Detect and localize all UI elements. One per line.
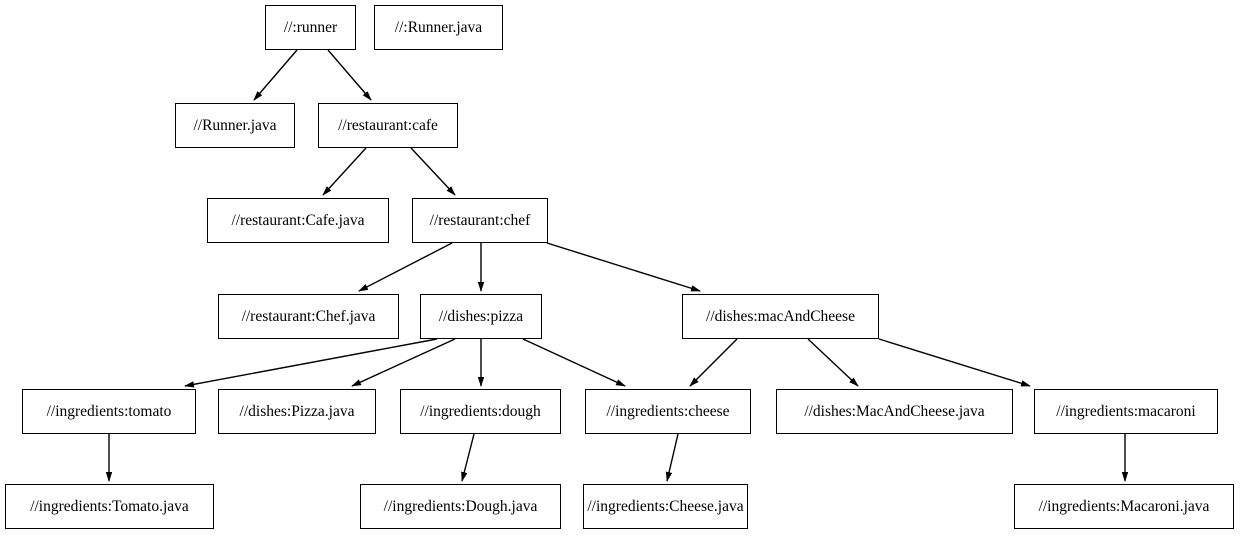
graph-edge-dishes_macandcheese-to-ingredients_macaroni — [878, 338, 1031, 387]
graph-node-ingredients_dough_java[interactable]: //ingredients:Dough.java — [360, 484, 561, 529]
graph-node-label: //dishes:Pizza.java — [239, 402, 355, 420]
graph-node-restaurant_cafe[interactable]: //restaurant:cafe — [318, 103, 458, 148]
graph-edge-restaurant_chef-to-restaurant_chef_java — [358, 242, 453, 292]
graph-edge-runner-to-runner_java — [253, 49, 298, 101]
graph-node-label: //ingredients:Tomato.java — [30, 497, 189, 515]
graph-node-runner[interactable]: //:runner — [265, 5, 356, 50]
graph-edge-dishes_macandcheese-to-ingredients_cheese — [689, 338, 738, 387]
graph-node-ingredients_tomato_java[interactable]: //ingredients:Tomato.java — [5, 484, 214, 529]
graph-node-dishes_macandcheese_java[interactable]: //dishes:MacAndCheese.java — [776, 389, 1013, 434]
graph-node-dishes_pizza_java[interactable]: //dishes:Pizza.java — [218, 389, 376, 434]
graph-node-label: //Runner.java — [193, 116, 277, 134]
graph-node-label: //dishes:macAndCheese — [706, 307, 855, 325]
graph-node-label: //restaurant:cafe — [338, 116, 438, 134]
graph-node-label: //restaurant:chef — [429, 211, 531, 229]
graph-node-label: //ingredients:tomato — [46, 402, 172, 420]
graph-node-label: //ingredients:Macaroni.java — [1038, 497, 1210, 515]
graph-edge-dishes_pizza-to-dishes_pizza_java — [351, 338, 456, 387]
graph-node-label: //restaurant:Cafe.java — [231, 211, 365, 229]
graph-node-ingredients_cheese[interactable]: //ingredients:cheese — [585, 389, 751, 434]
graph-node-ingredients_macaroni_java[interactable]: //ingredients:Macaroni.java — [1014, 484, 1234, 529]
graph-node-label: //ingredients:dough — [420, 402, 541, 420]
graph-node-runner_java[interactable]: //Runner.java — [175, 103, 295, 148]
graph-node-ingredients_cheese_java[interactable]: //ingredients:Cheese.java — [583, 484, 748, 529]
graph-node-label: //:Runner.java — [394, 18, 483, 36]
graph-edge-restaurant_chef-to-dishes_macandcheese — [546, 242, 701, 292]
graph-node-ingredients_tomato[interactable]: //ingredients:tomato — [22, 389, 196, 434]
graph-node-dishes_macandcheese[interactable]: //dishes:macAndCheese — [682, 294, 879, 339]
graph-edge-restaurant_cafe-to-restaurant_cafe_java — [322, 147, 367, 196]
graph-node-label: //ingredients:macaroni — [1056, 402, 1196, 420]
graph-edge-dishes_pizza-to-ingredients_cheese — [522, 338, 626, 387]
graph-node-label: //ingredients:Cheese.java — [587, 497, 744, 515]
graph-node-label: //restaurant:Chef.java — [241, 307, 376, 325]
graph-edge-restaurant_cafe-to-restaurant_chef — [410, 147, 456, 196]
graph-node-restaurant_chef[interactable]: //restaurant:chef — [412, 198, 548, 243]
graph-node-label: //dishes:MacAndCheese.java — [804, 402, 985, 420]
graph-node-restaurant_cafe_java[interactable]: //restaurant:Cafe.java — [207, 198, 389, 243]
graph-node-ingredients_macaroni[interactable]: //ingredients:macaroni — [1034, 389, 1218, 434]
graph-node-ingredients_dough[interactable]: //ingredients:dough — [400, 389, 561, 434]
graph-node-label: //:runner — [283, 18, 338, 36]
graph-node-runner_java_root[interactable]: //:Runner.java — [374, 5, 503, 50]
graph-node-label: //ingredients:Dough.java — [383, 497, 538, 515]
graph-edge-ingredients_dough-to-ingredients_dough_java — [461, 433, 475, 482]
graph-edge-dishes_macandcheese-to-dishes_macandcheese_java — [807, 338, 859, 387]
graph-node-dishes_pizza[interactable]: //dishes:pizza — [420, 294, 542, 339]
graph-node-label: //dishes:pizza — [438, 307, 524, 325]
graph-edge-ingredients_cheese-to-ingredients_cheese_java — [665, 433, 679, 482]
graph-node-restaurant_chef_java[interactable]: //restaurant:Chef.java — [218, 294, 399, 339]
graph-edge-runner-to-restaurant_cafe — [327, 49, 372, 101]
graph-node-label: //ingredients:cheese — [606, 402, 730, 420]
graph-edge-dishes_pizza-to-ingredients_tomato — [184, 338, 438, 388]
